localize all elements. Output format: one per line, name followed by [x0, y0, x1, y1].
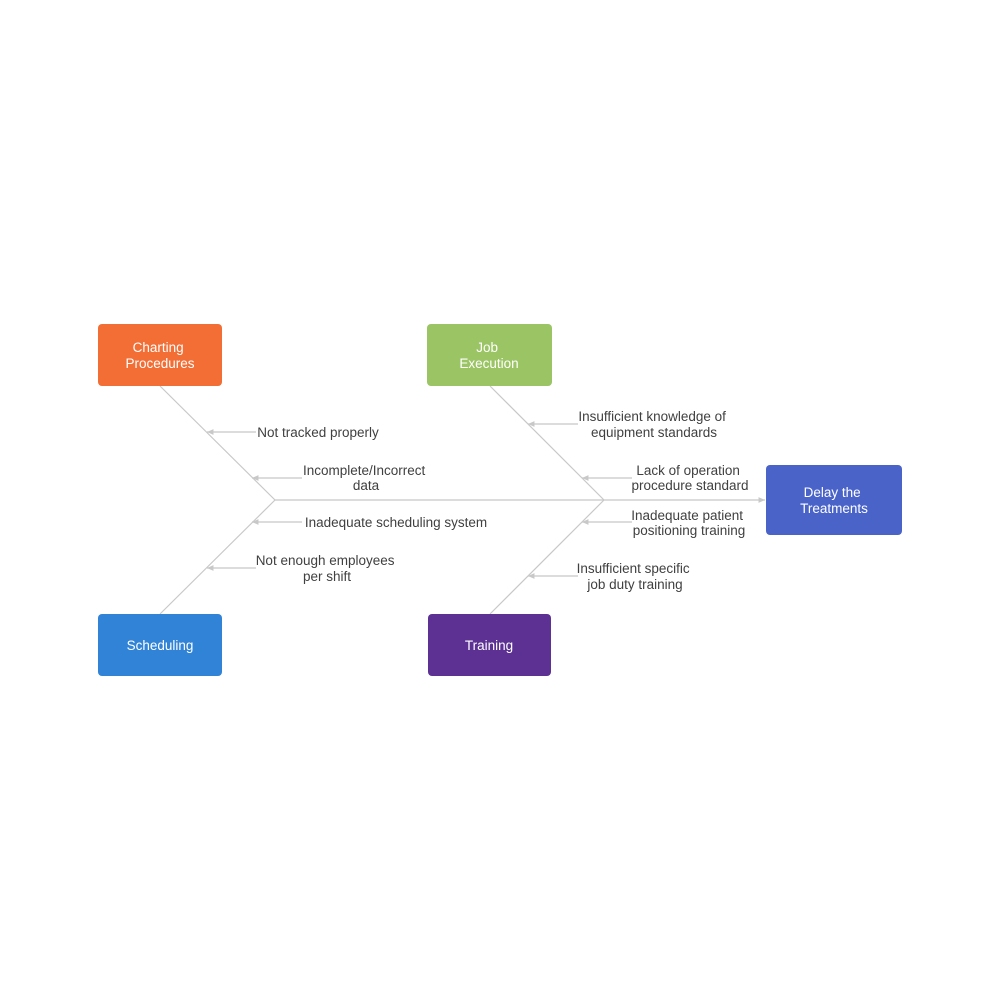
cause-label-job-execution-1: Insufficient knowledge of equipment stan… — [578, 409, 729, 440]
category-training[interactable]: Training — [428, 614, 551, 676]
category-scheduling-label-line-1: Scheduling — [127, 638, 194, 653]
cause-label-scheduling-2-line-2: per shift — [303, 569, 351, 584]
effect-label: Delay the Treatments — [800, 485, 868, 516]
category-training-label: Training — [465, 638, 513, 653]
cause-label-training-2: Insufficient specific job duty training — [577, 561, 694, 592]
cause-label-charting-1: Not tracked properly — [257, 425, 379, 440]
cause-label-charting-2: Incomplete/Incorrect data — [303, 463, 429, 493]
cause-label-scheduling-2-line-1: Not enough employees — [256, 553, 395, 568]
category-scheduling-label: Scheduling — [127, 638, 194, 653]
bone-training — [489, 499, 605, 615]
bone-scheduling — [159, 499, 276, 615]
category-scheduling[interactable]: Scheduling — [98, 614, 222, 676]
cause-label-training-1: Inadequate patient positioning training — [631, 508, 747, 538]
cause-label-training-1-line-1: Inadequate patient — [631, 508, 743, 523]
cause-label-training-1-line-2: positioning training — [633, 523, 746, 538]
cause-label-charting-1-line-1: Not tracked properly — [257, 425, 379, 440]
category-job-execution-label-line-2: Execution — [459, 356, 518, 371]
cause-label-scheduling-1-line-1: Inadequate scheduling system — [305, 515, 487, 530]
category-job-execution-label-line-1: Job — [476, 340, 498, 355]
cause-label-job-execution-2-line-1: Lack of operation — [636, 463, 740, 478]
cause-label-job-execution-2-line-2: procedure standard — [631, 478, 748, 493]
bone-charting — [159, 385, 276, 501]
cause-label-training-2-line-1: Insufficient specific — [577, 561, 690, 576]
category-training-box[interactable] — [428, 614, 551, 676]
cause-label-job-execution-2: Lack of operation procedure standard — [631, 463, 748, 493]
category-training-label-line-1: Training — [465, 638, 513, 653]
category-scheduling-box[interactable] — [98, 614, 222, 676]
cause-label-training-2-line-2: job duty training — [586, 577, 682, 592]
category-charting-box[interactable] — [98, 324, 222, 386]
category-job-execution-box[interactable] — [427, 324, 552, 386]
cause-label-charting-2-line-2: data — [353, 478, 380, 493]
category-charting-label: Charting Procedures — [125, 340, 194, 371]
category-charting-label-line-2: Procedures — [125, 356, 194, 371]
cause-label-job-execution-1-line-2: equipment standards — [591, 425, 717, 440]
effect-label-line-2: Treatments — [800, 501, 868, 516]
category-charting-label-line-1: Charting — [133, 340, 184, 355]
cause-label-scheduling-2: Not enough employees per shift — [256, 553, 399, 584]
effect-box[interactable] — [766, 465, 902, 535]
bone-job-execution — [489, 385, 605, 501]
category-job-execution-label: Job Execution — [459, 340, 518, 371]
effect-delay-the-treatments[interactable]: Delay the Treatments — [766, 465, 902, 535]
cause-label-charting-2-line-1: Incomplete/Incorrect — [303, 463, 426, 478]
category-job-execution[interactable]: Job Execution — [427, 324, 552, 386]
category-charting-procedures[interactable]: Charting Procedures — [98, 324, 222, 386]
cause-label-scheduling-1: Inadequate scheduling system — [305, 515, 487, 530]
effect-label-line-1: Delay the — [804, 485, 861, 500]
cause-label-job-execution-1-line-1: Insufficient knowledge of — [578, 409, 726, 424]
